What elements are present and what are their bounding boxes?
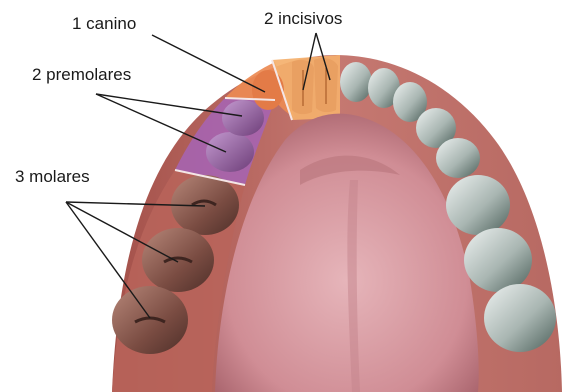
label-incisors: 2 incisivos xyxy=(264,9,342,28)
molar-tooth xyxy=(142,228,214,292)
premolar-tooth xyxy=(222,100,264,136)
tooth xyxy=(464,228,532,292)
tooth xyxy=(484,284,556,352)
tooth xyxy=(436,138,480,178)
label-molars: 3 molares xyxy=(15,167,90,186)
label-canine: 1 canino xyxy=(72,14,136,33)
tooth xyxy=(446,175,510,235)
tooth xyxy=(340,62,372,102)
premolar-tooth xyxy=(206,132,254,172)
canine-tooth xyxy=(252,70,284,110)
leader-canine xyxy=(152,35,265,92)
molar-tooth xyxy=(112,286,188,354)
label-premolars: 2 premolares xyxy=(32,65,131,84)
